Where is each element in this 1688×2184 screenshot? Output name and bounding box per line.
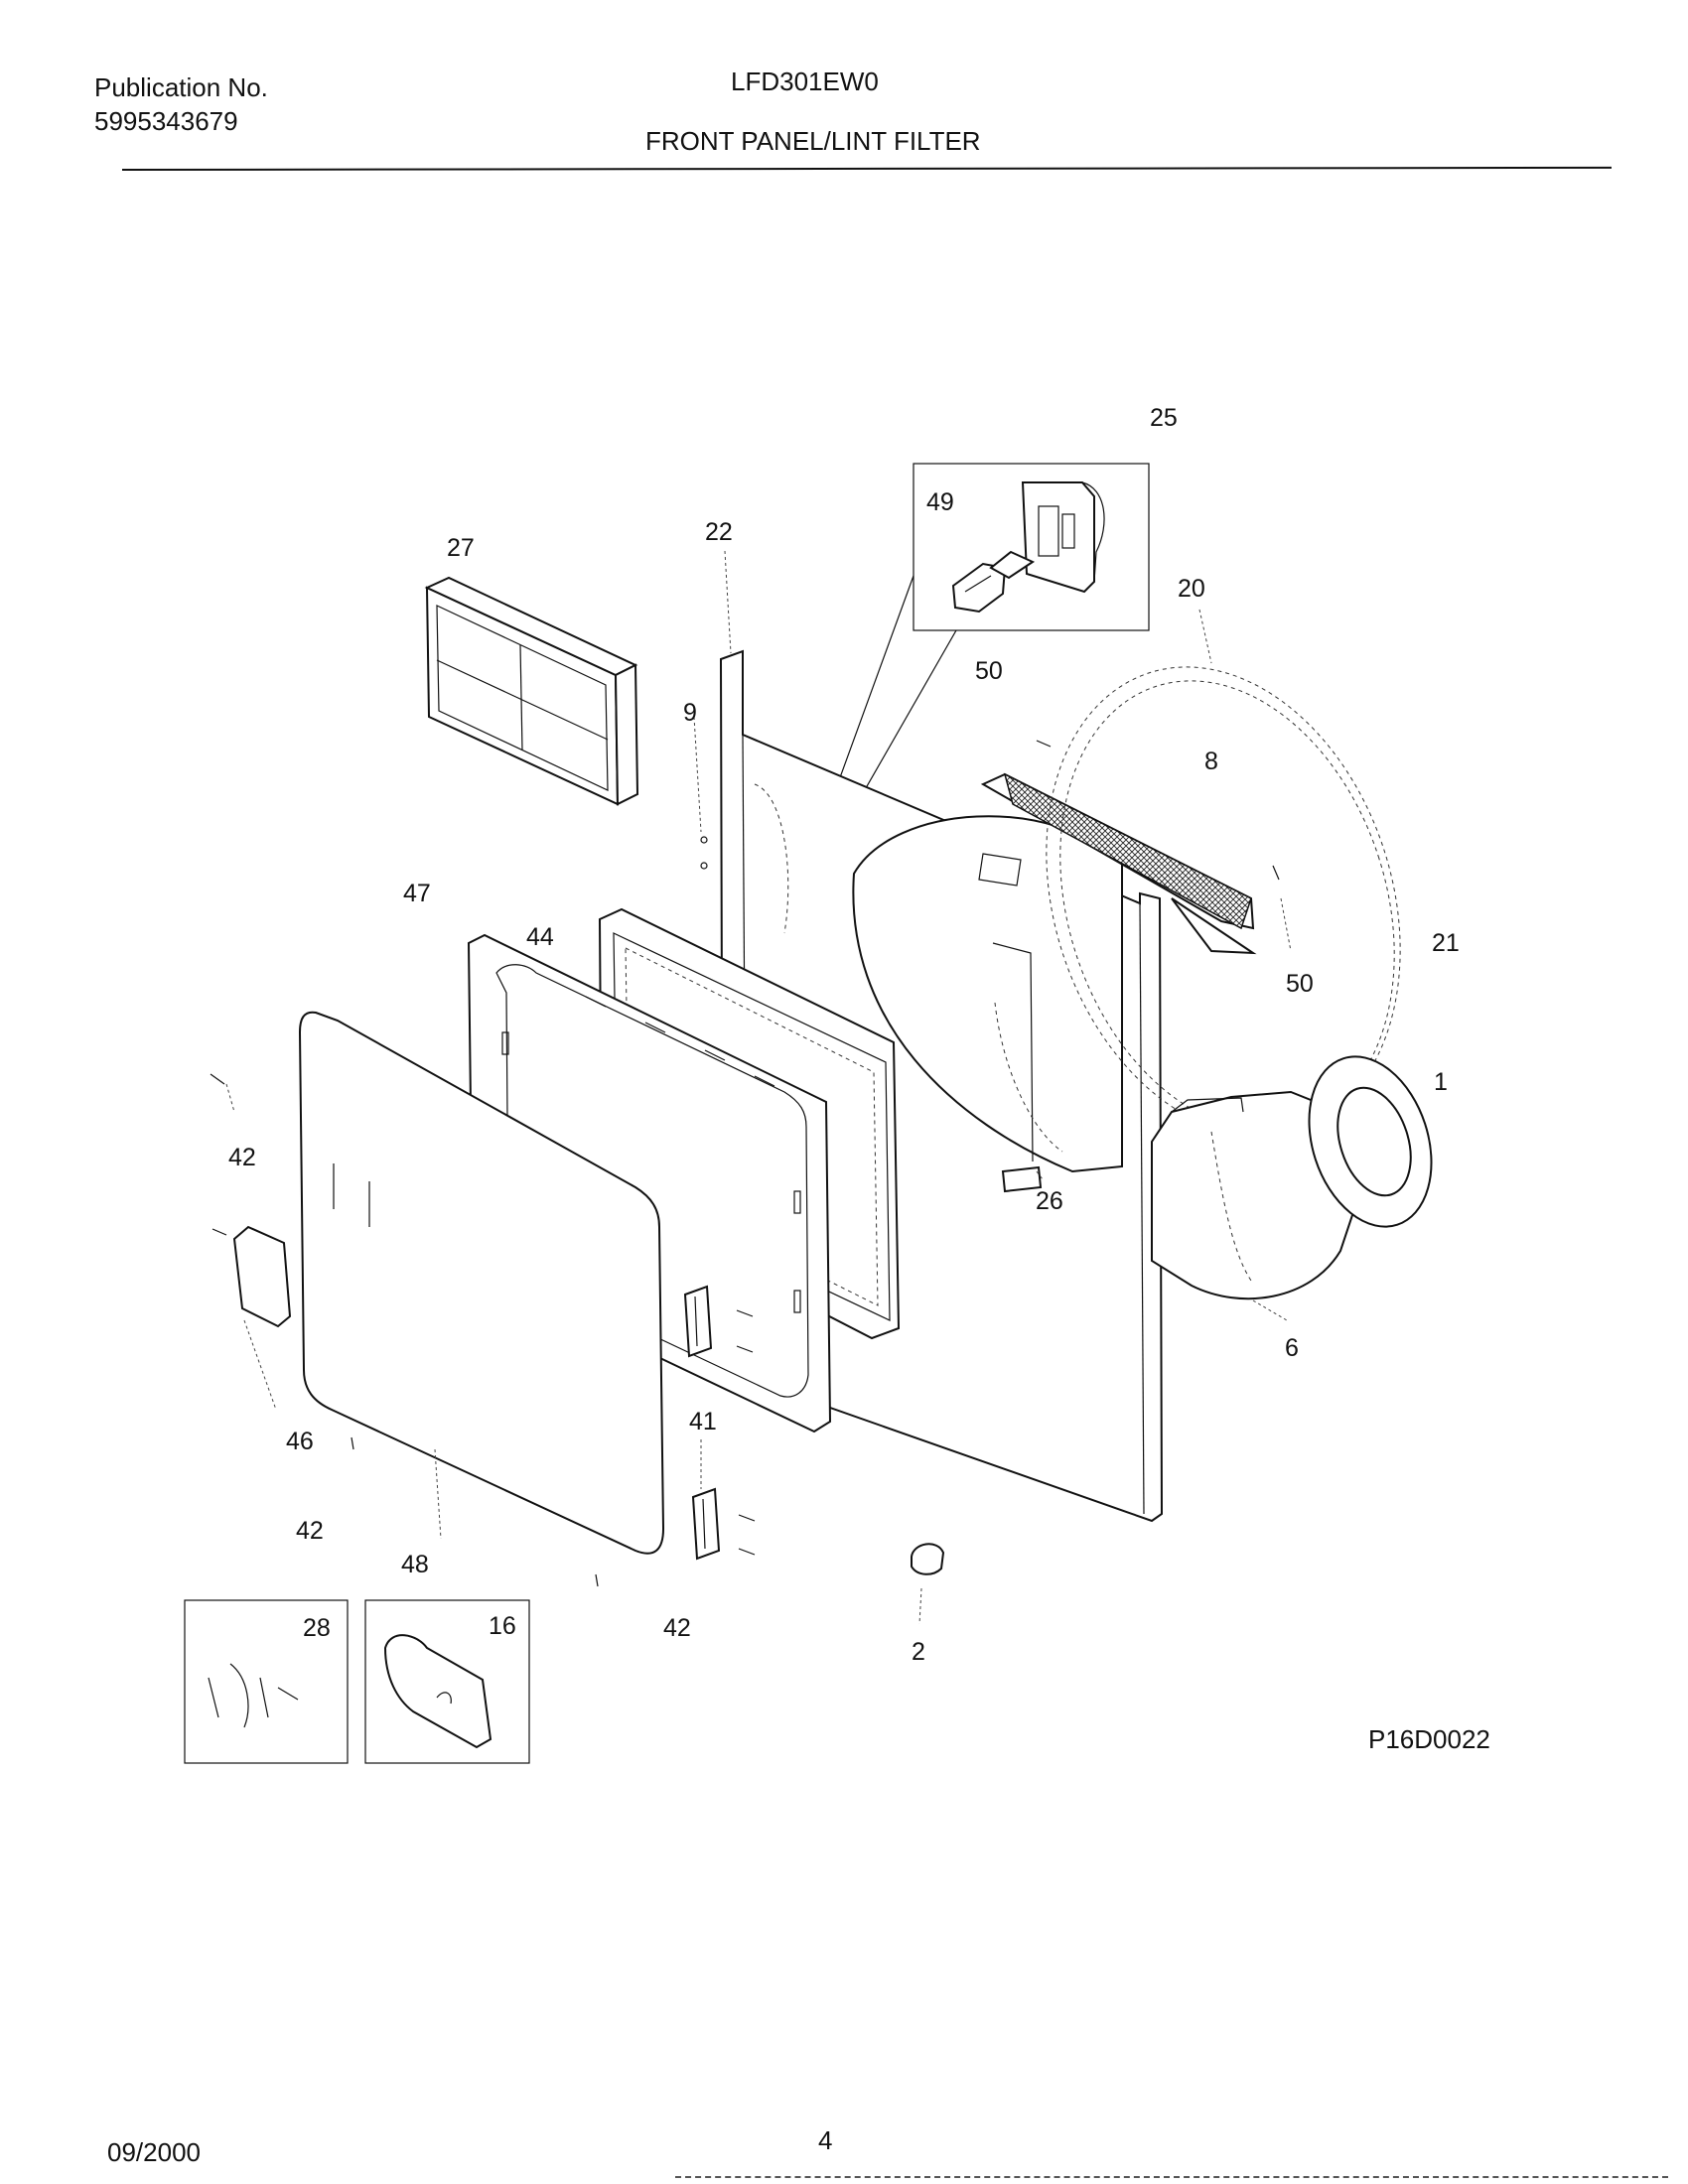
- callout-22: 22: [705, 518, 733, 546]
- callout-8: 8: [1204, 748, 1218, 775]
- callout-20: 20: [1178, 575, 1205, 603]
- part-46-door-handle: [232, 1225, 292, 1328]
- callout-47: 47: [403, 880, 431, 907]
- part-48-outer-door: [298, 1011, 665, 1555]
- part-41-hinges: [683, 1285, 721, 1561]
- part-1-duct-ring: [1308, 1055, 1433, 1228]
- inset-box-16: [364, 1599, 530, 1764]
- inset-box-28: [184, 1599, 349, 1764]
- section-title: FRONT PANEL/LINT FILTER: [645, 126, 981, 156]
- callout-6: 6: [1285, 1334, 1299, 1362]
- publication-number: 5995343679: [94, 106, 238, 136]
- leader-lines: [225, 550, 1292, 1625]
- callout-46: 46: [286, 1428, 314, 1455]
- part-27-lint-filter: [424, 576, 639, 806]
- drawing-code: P16D0022: [1368, 1724, 1490, 1754]
- scan-artifact-line: [675, 2176, 1668, 2178]
- model-number: LFD301EW0: [731, 67, 879, 96]
- callout-16: 16: [489, 1612, 516, 1640]
- part-20-drum-seal: [1046, 666, 1401, 1137]
- publication-date: 09/2000: [107, 2137, 201, 2167]
- callout-49: 49: [926, 488, 954, 516]
- page-number: 4: [818, 2125, 833, 2155]
- part-2-foot: [911, 1543, 945, 1575]
- callout-2: 2: [912, 1638, 925, 1666]
- callout-42-lower: 42: [663, 1614, 691, 1642]
- screws: [210, 740, 1280, 1587]
- callout-42-middle: 42: [296, 1517, 324, 1545]
- callout-42-upper: 42: [228, 1144, 256, 1171]
- callout-9: 9: [683, 699, 697, 727]
- part-8-lint-duct: [852, 772, 1257, 1193]
- callout-48: 48: [401, 1551, 429, 1578]
- callout-41: 41: [689, 1408, 717, 1435]
- callout-50-lower: 50: [1286, 970, 1314, 998]
- callout-27: 27: [447, 534, 475, 562]
- callout-28: 28: [303, 1614, 331, 1642]
- callout-1: 1: [1434, 1068, 1448, 1096]
- inset-box-25: [913, 463, 1150, 631]
- callout-26: 26: [1036, 1187, 1063, 1215]
- publication-label: Publication No.: [94, 72, 268, 102]
- callout-50-upper: 50: [975, 657, 1003, 685]
- callout-44: 44: [526, 923, 554, 951]
- callout-25: 25: [1150, 404, 1178, 432]
- callout-21: 21: [1432, 929, 1460, 957]
